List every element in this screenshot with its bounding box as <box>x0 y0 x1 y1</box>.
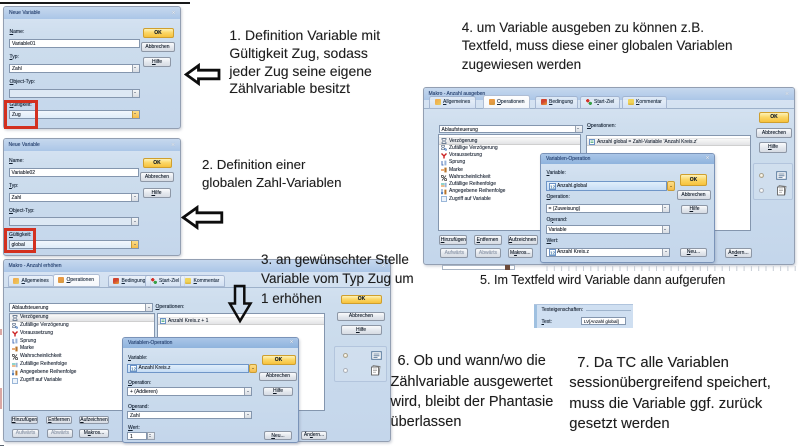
svg-text:12: 12 <box>550 250 556 255</box>
svg-text:12: 12 <box>131 366 137 371</box>
svg-text:%: % <box>444 147 447 151</box>
svg-text:12: 12 <box>550 184 556 189</box>
svg-text:%: % <box>15 325 18 329</box>
